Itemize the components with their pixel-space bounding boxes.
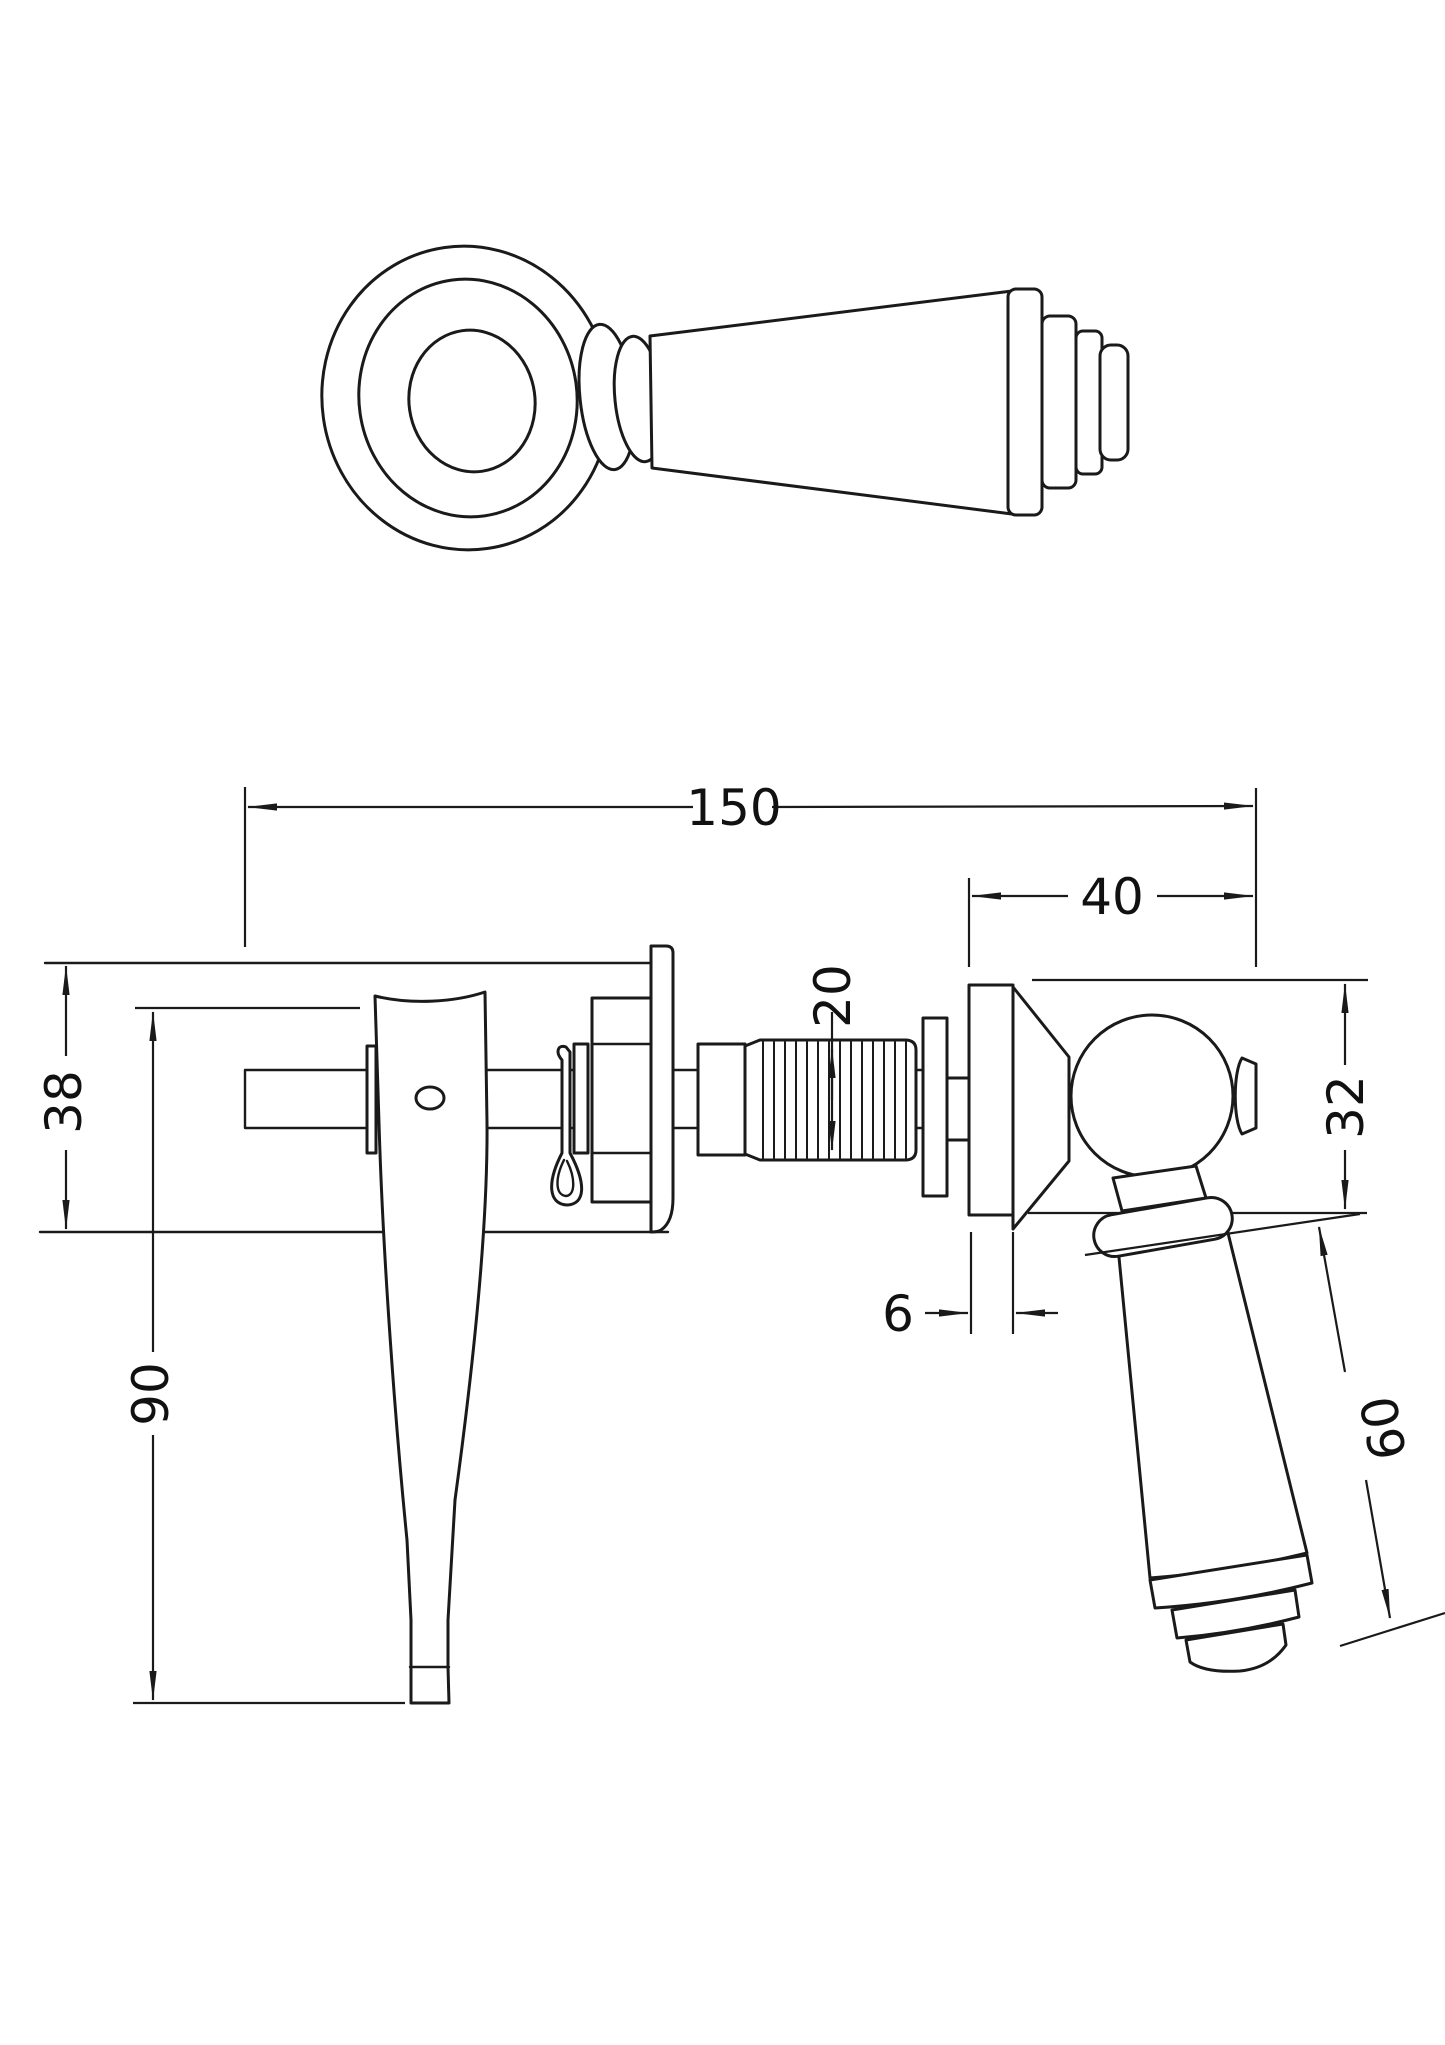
flange-washer [921, 1016, 949, 1198]
wall-plate [649, 944, 675, 1234]
handle-collar [1092, 1195, 1234, 1259]
handle-end-band-1 [1006, 287, 1044, 517]
flange-trumpet-cone [1011, 985, 1071, 1231]
lever-handle-perspective-view [320, 244, 1130, 552]
handle-grip-cone [648, 289, 1014, 516]
knurled-connector [743, 1038, 918, 1162]
handle-ring-hole [407, 328, 537, 474]
dim-60-arrow-down [1364, 1479, 1392, 1619]
dimension-lever-length: 90 [122, 1362, 180, 1426]
dimension-flange-thickness: 6 [882, 1285, 914, 1343]
dimension-adapter-diameter: 20 [804, 964, 862, 1028]
dimension-annotations: 150 40 20 38 90 32 6 60 [35, 779, 1445, 1705]
ball-joint [1069, 1013, 1235, 1179]
lever-blade [373, 990, 489, 1705]
cotter-pin [550, 1044, 584, 1207]
handle-tip-cap [1184, 1622, 1288, 1673]
back-nut [590, 996, 653, 1204]
adapter-block [696, 1042, 747, 1157]
lever-pivot-hole [414, 1085, 446, 1111]
dimension-flange-diameter: 32 [1317, 1075, 1375, 1139]
flange-plate [967, 983, 1015, 1217]
knurl-lines [762, 1041, 907, 1159]
handle-grip-body [1116, 1227, 1309, 1580]
handle-end-band-3 [1074, 329, 1104, 476]
back-nut-facets [590, 1042, 653, 1155]
dim-60-arrow-up [1317, 1226, 1347, 1373]
flange-neck [945, 1076, 971, 1142]
dimension-body-diameter: 38 [35, 1070, 93, 1134]
dimension-wall-projection: 40 [1080, 868, 1144, 926]
lever-blade-side-strip [365, 1044, 378, 1155]
dim-150-shaft-right [771, 802, 1254, 810]
valve-side-elevation [38, 944, 1367, 1705]
extension-lines [133, 787, 1445, 1705]
spindle-rod [243, 1068, 925, 1130]
dimension-overall-length: 150 [686, 779, 781, 837]
handle-end-tip [1098, 343, 1130, 462]
ball-end-cap [1233, 1056, 1258, 1136]
cotter-pin-loop-inner [556, 1158, 575, 1198]
gland-washer [572, 1042, 590, 1155]
dimension-handle-length: 60 [1349, 1391, 1418, 1465]
handle-end-band-2 [1040, 314, 1078, 490]
